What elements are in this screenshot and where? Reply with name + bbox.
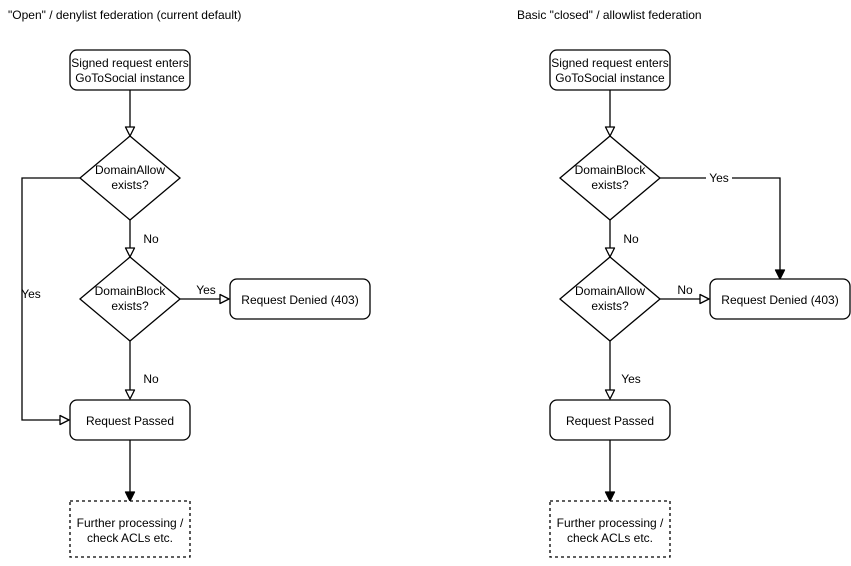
- left-arrowhead-start-to-decision1: [124, 126, 136, 137]
- right-flowchart: Basic "closed" / allowlist federation Si…: [517, 8, 851, 558]
- right-arrowhead-start-to-decision1: [604, 126, 616, 137]
- right-start-label-line2: GoToSocial instance: [555, 71, 665, 85]
- right-further-label-line2: check ACLs etc.: [567, 531, 653, 545]
- right-start-label-line1: Signed request enters: [551, 56, 668, 70]
- right-arrowhead-decision1-yes-to-denied: [774, 269, 786, 280]
- left-decision1-yes-label: Yes: [21, 287, 41, 301]
- left-chart-title: "Open" / denylist federation (current de…: [8, 8, 241, 22]
- right-arrowhead-passed-to-further: [604, 491, 616, 502]
- left-denied-label: Request Denied (403): [241, 293, 358, 307]
- left-decision1-label-line2: exists?: [111, 178, 149, 192]
- right-decision2-label-line1: DomainAllow: [575, 284, 645, 298]
- left-denied-node: [229, 278, 371, 320]
- left-start-label-line2: GoToSocial instance: [75, 71, 185, 85]
- right-decision1-yes-label-bg: [706, 172, 732, 184]
- left-decision2-label-line1: DomainBlock: [95, 284, 167, 298]
- left-arrowhead-passed-to-further: [124, 491, 136, 502]
- right-arrowhead-decision2-to-passed: [604, 389, 616, 400]
- left-further-label-line1: Further processing /: [77, 516, 184, 530]
- right-passed-label: Request Passed: [566, 414, 654, 428]
- left-arrowhead-decision1-yes-to-passed: [59, 414, 70, 426]
- left-decision1-no-label: No: [143, 232, 159, 246]
- right-denied-node: [709, 278, 851, 320]
- left-decision2-yes-label: Yes: [196, 283, 216, 297]
- right-further-node: [549, 500, 671, 558]
- right-edge-decision1-yes-to-denied: [660, 177, 781, 270]
- left-passed-label: Request Passed: [86, 414, 174, 428]
- left-further-label-line2: check ACLs etc.: [87, 531, 173, 545]
- left-arrowhead-decision2-to-passed: [124, 389, 136, 400]
- right-decision1-label-line1: DomainBlock: [575, 163, 647, 177]
- left-decision2-no-label: No: [143, 372, 159, 386]
- right-decision1-label-line2: exists?: [591, 178, 629, 192]
- right-decision1-yes-label: Yes: [709, 171, 729, 185]
- right-chart-title: Basic "closed" / allowlist federation: [517, 8, 702, 22]
- left-decision2-label-line2: exists?: [111, 299, 149, 313]
- right-decision2-yes-label: Yes: [621, 372, 641, 386]
- right-decision2-label-line2: exists?: [591, 299, 629, 313]
- right-further-label-line1: Further processing /: [557, 516, 664, 530]
- right-denied-label: Request Denied (403): [721, 293, 838, 307]
- left-edge-decision1-yes-to-passed: [21, 177, 80, 421]
- right-arrowhead-decision1-to-decision2: [604, 247, 616, 258]
- right-decision1-no-label: No: [623, 232, 639, 246]
- right-decision2-no-label: No: [677, 283, 693, 297]
- left-decision1-label-line1: DomainAllow: [95, 163, 165, 177]
- left-further-node: [69, 500, 191, 558]
- left-flowchart: "Open" / denylist federation (current de…: [8, 8, 371, 558]
- left-arrowhead-decision2-to-denied: [219, 293, 230, 305]
- left-arrowhead-decision1-to-decision2: [124, 247, 136, 258]
- right-arrowhead-decision2-to-denied: [699, 293, 710, 305]
- left-start-label-line1: Signed request enters: [71, 56, 188, 70]
